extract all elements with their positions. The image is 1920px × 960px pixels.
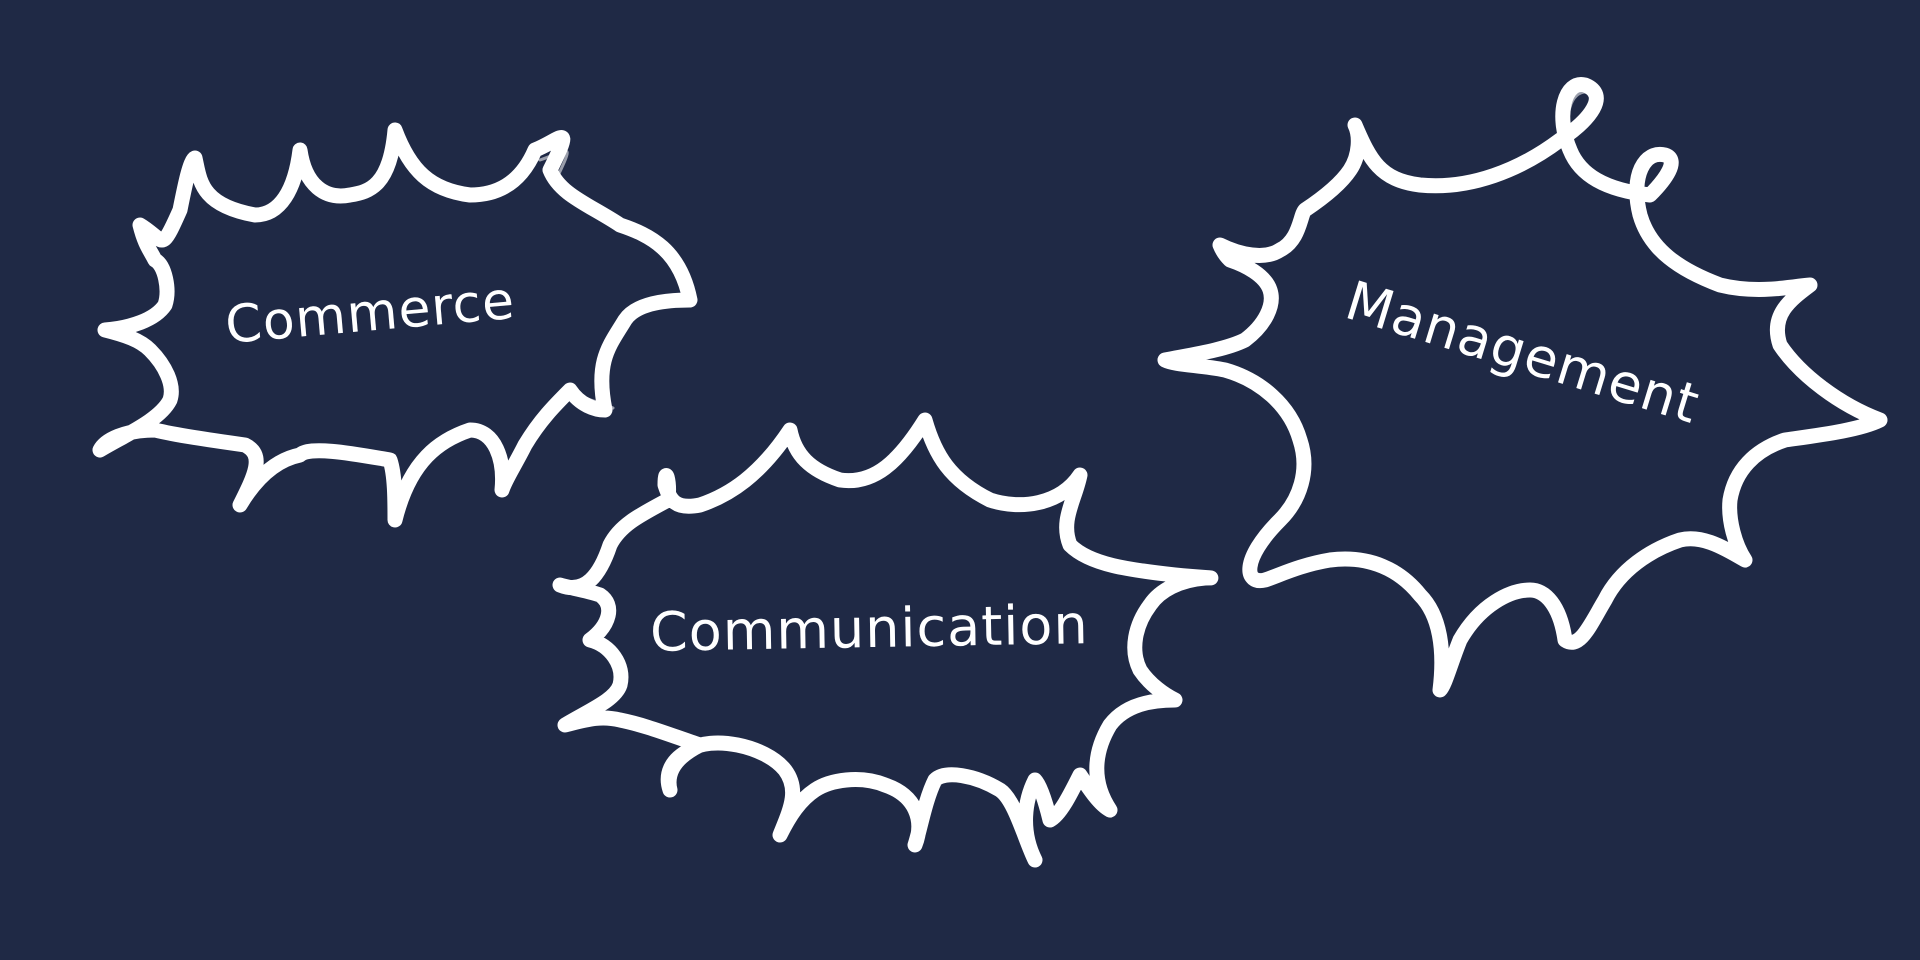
management-bubble	[1157, 77, 1888, 698]
commerce-bubble	[92, 122, 698, 528]
communication-label: Communication	[649, 593, 1090, 664]
communication-bubble	[552, 412, 1219, 868]
